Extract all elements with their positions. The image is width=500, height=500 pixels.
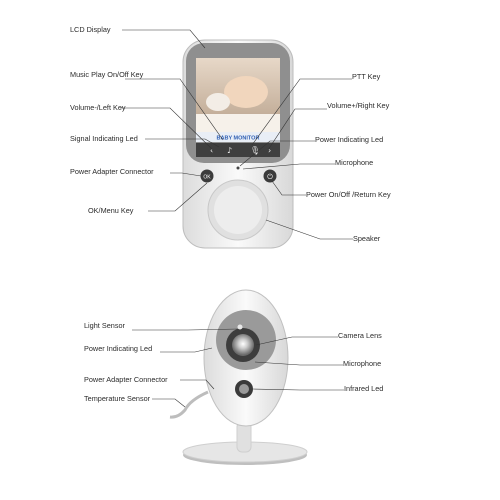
power-button (263, 169, 277, 183)
right-arrow-icon: › (268, 146, 271, 155)
callout-lines (120, 29, 353, 408)
ok-button (200, 169, 214, 183)
label-temp-sensor: Temperature Sensor (84, 394, 151, 403)
label-power-adapter: Power Adapter Connector (70, 167, 154, 176)
label-volume-right: Volume+/Right Key (327, 101, 390, 110)
label-ok-menu: OK/Menu Key (88, 206, 134, 215)
ok-button-label: OK (203, 175, 211, 181)
light-sensor (237, 324, 243, 330)
label-cam-microphone: Microphone (343, 359, 382, 368)
label-volume-left: Volume-/Left Key (70, 103, 126, 112)
power-icon: ⏻ (267, 173, 273, 181)
baby-camera (169, 289, 308, 465)
label-ptt-key: PTT Key (352, 72, 381, 81)
mic-icon: 🎙 (250, 146, 260, 155)
baby-face (224, 76, 268, 108)
label-music-key: Music Play On/Off Key (70, 70, 144, 79)
label-microphone: Microphone (335, 158, 374, 167)
camera-lens (232, 334, 254, 356)
label-camera-lens: Camera Lens (338, 331, 382, 340)
label-signal-led: Signal Indicating Led (70, 134, 138, 143)
label-cam-power-adapter: Power Adapter Connector (84, 375, 168, 384)
label-power-led: Power Indicating Led (315, 135, 384, 144)
label-infrared-led: Infrared Led (344, 384, 384, 393)
label-power-return: Power On/Off /Return Key (306, 190, 391, 199)
brand-text: BABY MONITOR (217, 136, 260, 142)
parent-monitor: BABY MONITOR ‹ ♪ 🎙 › OK ⏻ (182, 39, 294, 249)
left-arrow-icon: ‹ (210, 146, 213, 155)
music-note-icon: ♪ (227, 146, 232, 155)
temperature-sensor-cable (169, 390, 209, 419)
label-light-sensor: Light Sensor (84, 321, 125, 330)
label-cam-power-led: Power Indicating Led (84, 344, 153, 353)
label-speaker: Speaker (353, 234, 381, 243)
label-lcd-display: LCD Display (70, 25, 111, 34)
